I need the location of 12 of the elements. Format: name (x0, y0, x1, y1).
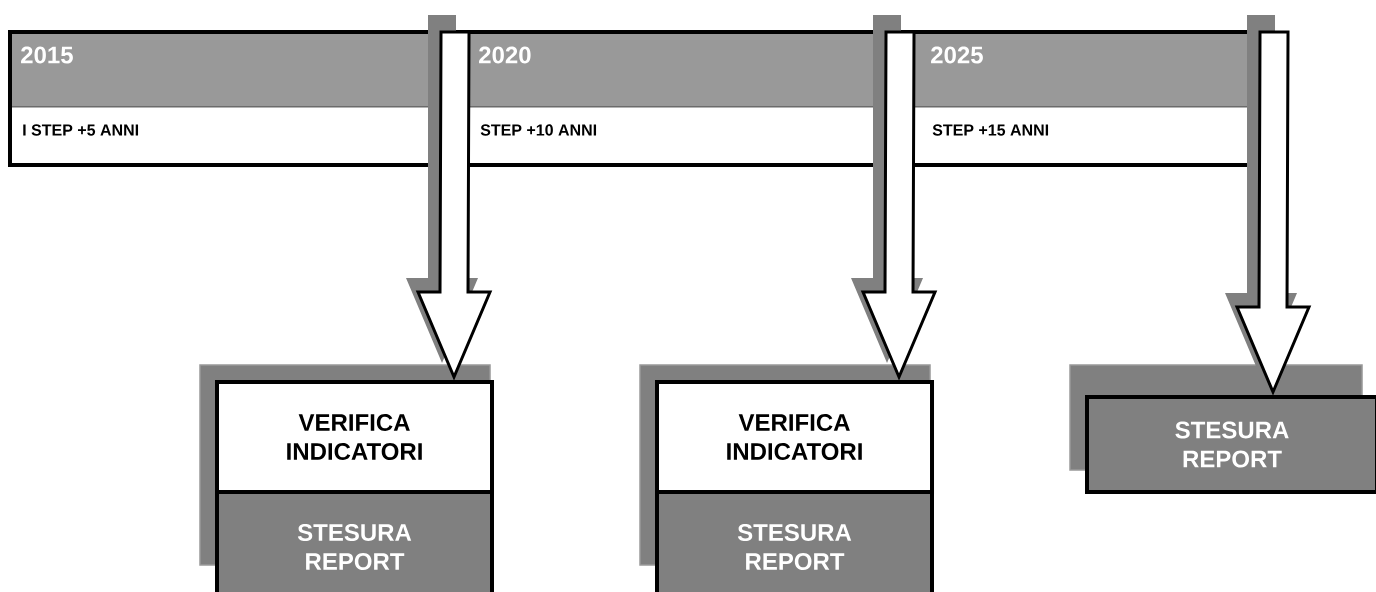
block-arrow (851, 15, 938, 381)
node-label: STEP +15 ANNI (932, 124, 1049, 136)
block-arrow (406, 15, 493, 381)
node-label: I STEP +5 ANNI (23, 124, 139, 136)
report-box: STESURA REPORT (1085, 395, 1376, 494)
node-label: STEP +10 ANNI (480, 124, 597, 136)
timeline-segment: 2025 STEP +15 ANNI (904, 32, 1256, 166)
verification-box: VERIFICA INDICATORI (655, 380, 934, 494)
block-arrow (1225, 15, 1312, 396)
report-box: STESURA REPORT (215, 490, 494, 592)
report-box: STESURA REPORT (655, 490, 934, 592)
verification-box: VERIFICA INDICATORI (215, 380, 494, 494)
